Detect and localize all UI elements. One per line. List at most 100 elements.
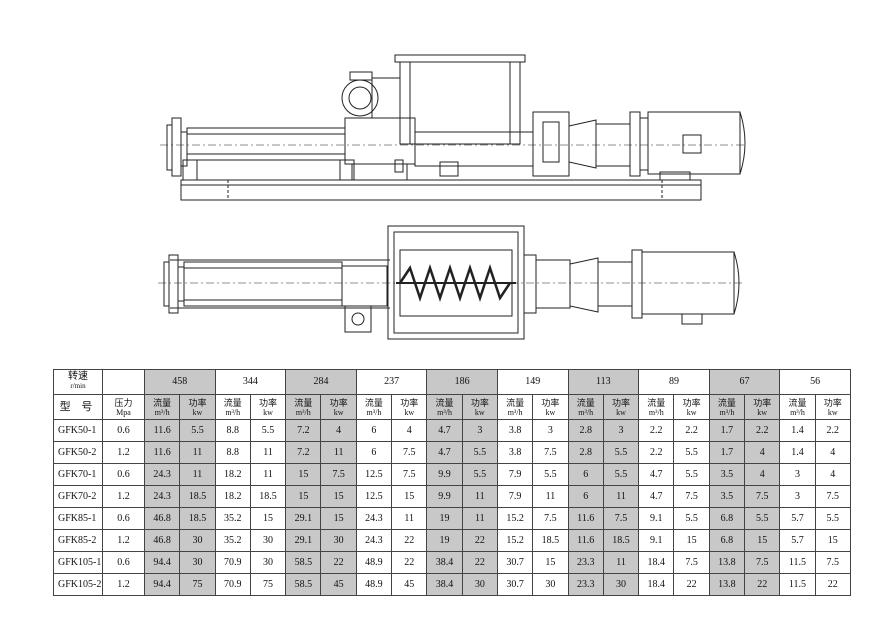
power-cell: 11 [391,507,428,530]
power-cell: 5.5 [461,463,498,486]
pressure-cell: 0.6 [102,463,145,486]
power-cell: 11 [602,485,640,508]
power-cell: 18.5 [249,485,287,508]
flow-cell: 4.7 [426,419,463,442]
power-cell: 7.5 [814,485,851,508]
flow-cell: 6.8 [708,529,746,552]
flow-cell: 11.6 [567,507,604,530]
flow-header-label: 流量 [153,397,172,408]
power-cell: 30 [461,573,498,596]
flow-cell: 30.7 [496,573,534,596]
power-cell: 4 [391,419,428,442]
flow-cell: 9.1 [638,507,675,530]
flow-header-label: 流量 [576,397,595,408]
power-cell: 30 [179,551,216,574]
power-cell: 5.5 [673,441,710,464]
power-cell: 7.5 [532,441,569,464]
side-elevation-drawing [160,54,746,201]
flow-cell: 15.2 [496,507,534,530]
power-cell: 30 [179,529,216,552]
model-cell: GFK70-2 [53,485,103,508]
flow-cell: 15.2 [496,529,534,552]
power-cell: 15 [673,529,710,552]
flow-cell: 9.1 [638,529,675,552]
flow-cell: 3.5 [708,485,746,508]
flow-header-label: 流量 [647,397,666,408]
flow-cell: 7.2 [285,441,322,464]
power-cell: 7.5 [744,485,781,508]
flow-cell: 2.8 [567,441,604,464]
speed-header-row: 转速 r/min 458 344 284 237 186 149 113 89 … [53,369,851,395]
flow-cell: 18.2 [214,485,251,508]
power-header-label: 功率 [400,397,419,408]
pressure-cell: 1.2 [102,573,145,596]
flow-cell: 2.2 [638,441,675,464]
flow-unit: m³/h [507,407,523,417]
power-cell: 15 [249,507,287,530]
power-unit: kw [757,407,768,417]
flow-cell: 24.3 [143,485,181,508]
speed-label-cell: 转速 r/min [53,369,103,395]
flow-cell: 38.4 [426,573,463,596]
flow-cell: 11.6 [567,529,604,552]
power-header-label: 功率 [329,397,348,408]
power-unit: kw [404,407,415,417]
flow-unit: m³/h [295,407,311,417]
flow-cell: 15 [285,463,322,486]
flow-cell: 46.8 [143,529,181,552]
flow-cell: 15 [285,485,322,508]
speed-cell: 149 [496,369,569,395]
power-header-label: 功率 [470,397,489,408]
flow-cell: 11.6 [143,419,181,442]
flow-header-label: 流量 [788,397,807,408]
flow-cell: 46.8 [143,507,181,530]
flow-cell: 24.3 [355,529,393,552]
power-cell: 30 [602,573,640,596]
flow-cell: 2.2 [638,419,675,442]
model-cell: GFK85-1 [53,507,103,530]
flow-cell: 48.9 [355,573,393,596]
flow-cell: 1.4 [779,419,816,442]
power-cell: 5.5 [602,441,640,464]
power-cell: 5.5 [461,441,498,464]
pressure-cell: 0.6 [102,551,145,574]
power-cell: 22 [320,551,357,574]
power-cell: 5.5 [673,507,710,530]
power-cell: 7.5 [532,507,569,530]
flow-cell: 29.1 [285,507,322,530]
flow-cell: 24.3 [143,463,181,486]
flow-cell: 7.9 [496,485,534,508]
flow-unit: m³/h [578,407,594,417]
power-cell: 18.5 [532,529,569,552]
power-cell: 7.5 [602,507,640,530]
power-cell: 15 [532,551,569,574]
power-cell: 11 [179,463,216,486]
pressure-cell: 0.6 [102,419,145,442]
flow-cell: 1.7 [708,419,746,442]
flow-header-label: 流量 [506,397,525,408]
power-cell: 22 [461,551,498,574]
pressure-cell: 1.2 [102,485,145,508]
flow-header-label: 流量 [717,397,736,408]
power-unit: kw [192,407,203,417]
flow-cell: 3.8 [496,419,534,442]
power-cell: 30 [532,573,569,596]
pressure-cell: 1.2 [102,529,145,552]
model-cell: GFK50-2 [53,441,103,464]
power-header-label: 功率 [682,397,701,408]
power-cell: 22 [391,551,428,574]
flow-unit: m³/h [790,407,805,417]
power-cell: 7.5 [391,463,428,486]
